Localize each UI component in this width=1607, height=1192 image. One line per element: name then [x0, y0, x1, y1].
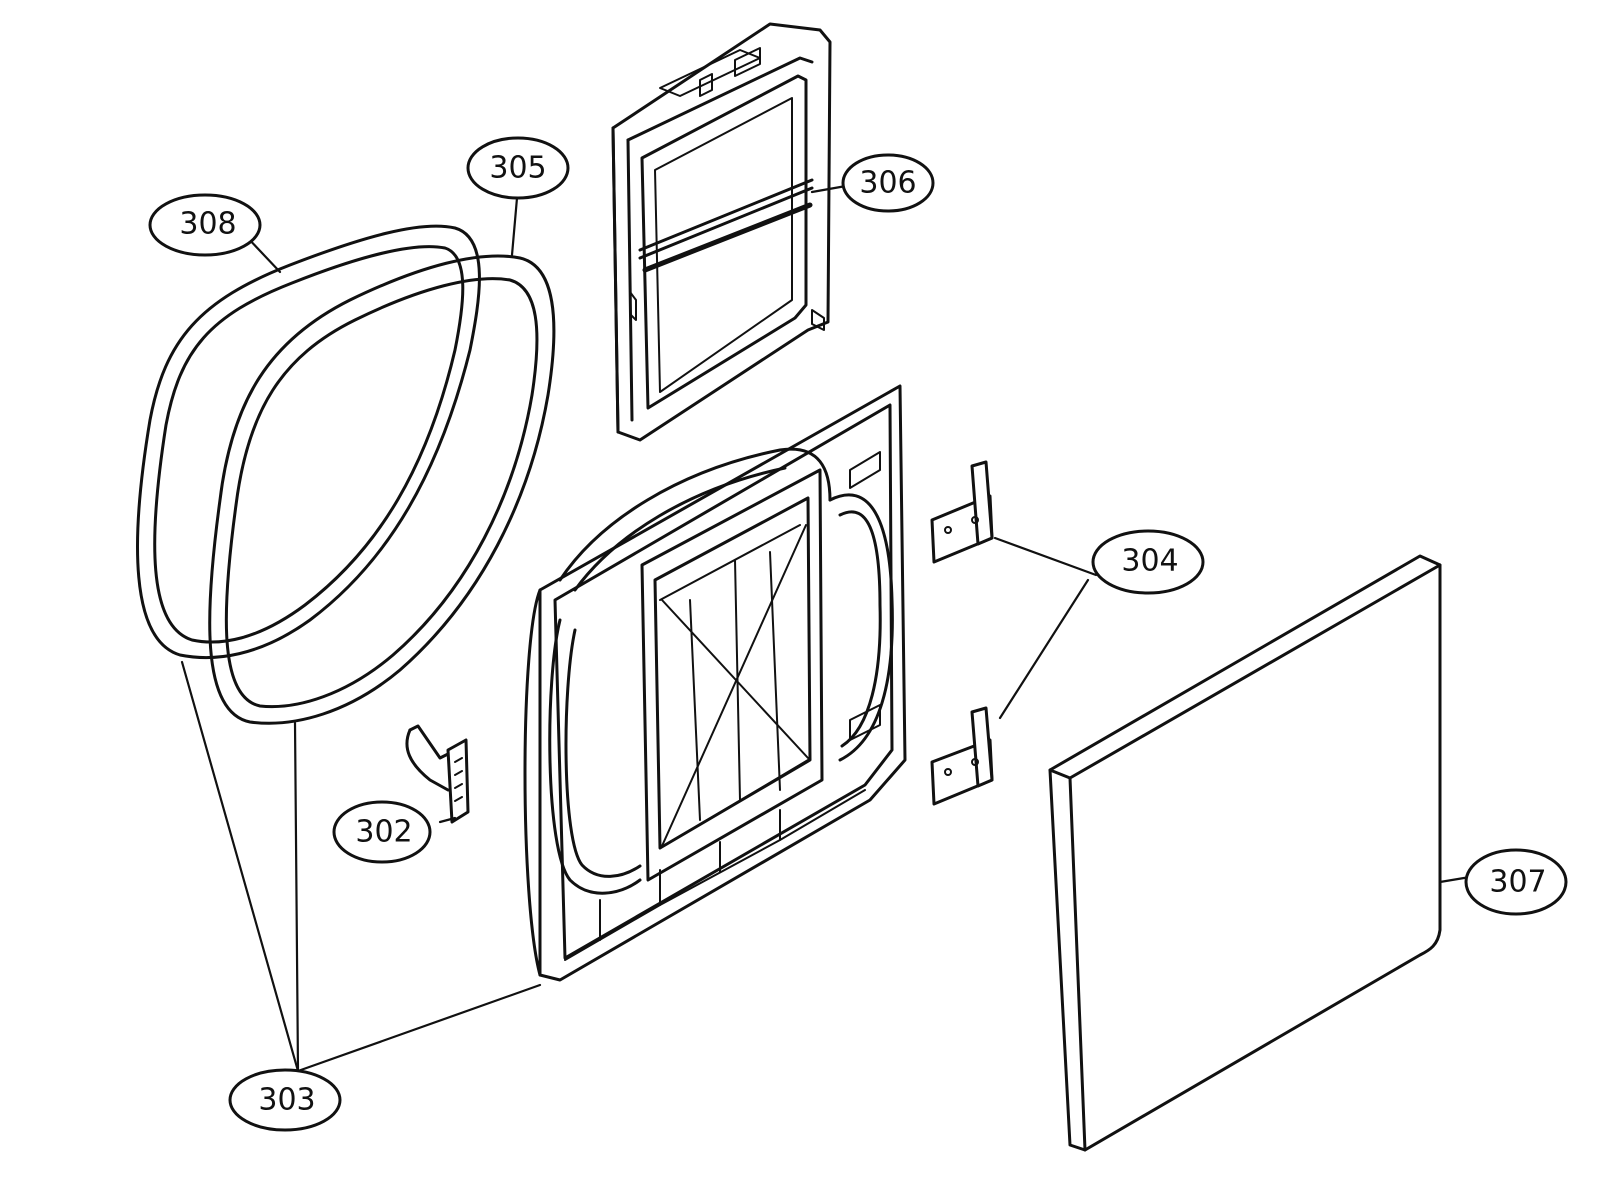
hinge-304-upper — [930, 460, 994, 564]
latch-302 — [405, 724, 470, 824]
svg-text:305: 305 — [489, 151, 546, 186]
door-inner-panel-303 — [523, 384, 907, 982]
door-panel-307 — [1048, 554, 1442, 1152]
svg-text:304: 304 — [1121, 544, 1178, 579]
label-306: 306 — [841, 153, 935, 213]
svg-text:302: 302 — [355, 815, 412, 850]
gasket-305 — [208, 254, 556, 725]
label-304: 304 — [1091, 529, 1205, 595]
svg-text:308: 308 — [179, 207, 236, 242]
leader-lines — [180, 184, 1478, 1073]
filter-frame-306 — [611, 22, 832, 442]
svg-text:303: 303 — [258, 1083, 315, 1118]
label-305: 305 — [466, 136, 570, 200]
svg-text:307: 307 — [1489, 865, 1546, 900]
svg-text:306: 306 — [859, 166, 916, 201]
gasket-308 — [136, 224, 481, 660]
label-303: 303 — [228, 1068, 342, 1132]
label-302: 302 — [332, 800, 432, 864]
label-308: 308 — [148, 193, 262, 257]
hinge-304-lower — [930, 706, 994, 806]
label-307: 307 — [1464, 848, 1568, 916]
